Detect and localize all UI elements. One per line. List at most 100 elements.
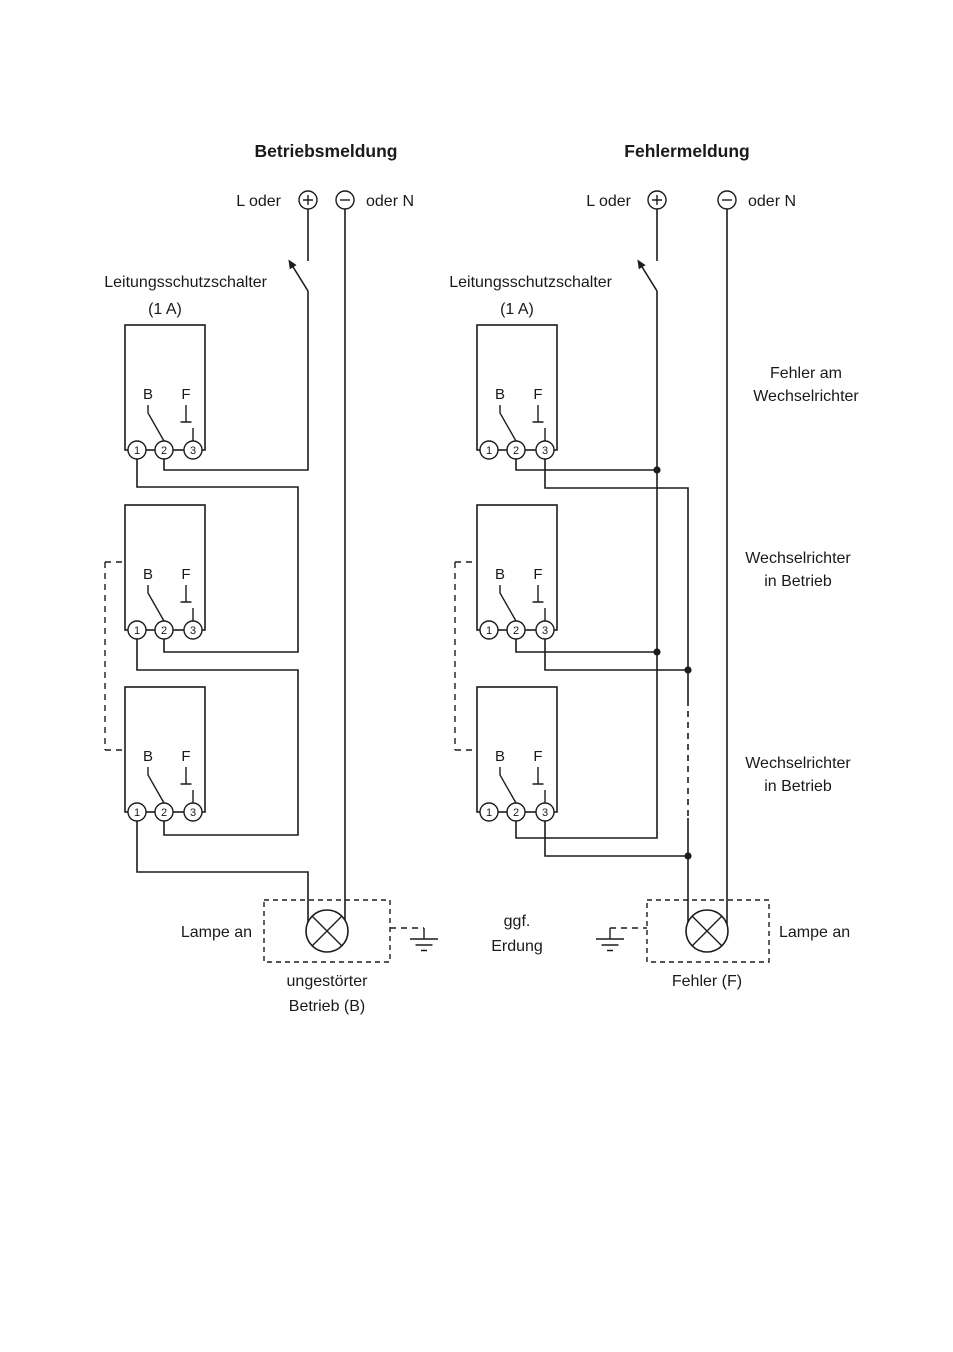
contact-f-gap-icon (532, 405, 546, 441)
right-ground-label-line1: ggf. (504, 913, 531, 930)
relay-outline (476, 324, 558, 451)
right-plus-terminal-icon (647, 190, 667, 210)
terminal-3-number: 3 (190, 625, 196, 637)
terminal-2 (154, 802, 174, 822)
right-phase-bus (515, 291, 658, 839)
contact-b-blade-icon (499, 767, 517, 804)
right-title: Fehlermeldung (624, 141, 749, 161)
relay-box-left-1: B F 1 2 3 (124, 324, 206, 460)
right-lamp-label: Lampe an (779, 924, 850, 941)
breaker-arrow-icon (637, 259, 646, 270)
lamp-dashed-outline (646, 899, 770, 963)
relay-outline (124, 686, 206, 813)
contact-f-gap-icon (180, 585, 194, 621)
left-lamp-caption-line1: ungestörter (287, 973, 369, 990)
terminal-3 (535, 620, 555, 640)
breaker-arrow-icon (288, 259, 297, 270)
contact-b-label: B (143, 748, 153, 765)
contact-f-gap-icon (532, 767, 546, 803)
terminal-3-number: 3 (190, 807, 196, 819)
relay-outline (476, 504, 558, 631)
contact-f-label: F (533, 566, 542, 583)
terminal-2-number: 2 (161, 625, 167, 637)
right-circuit-labels: Fehlermeldung L oder oder N Leitungsschu… (449, 141, 859, 990)
ground-icon (410, 928, 438, 952)
contact-b-blade-icon (499, 405, 517, 442)
terminal-1 (127, 802, 147, 822)
terminal-1 (479, 620, 499, 640)
terminal-3 (183, 620, 203, 640)
annotation-inverter2-line2: in Betrieb (764, 573, 832, 590)
relay-box-right-2: B F 1 2 3 (476, 504, 558, 640)
left-series-link-1-2 (136, 450, 299, 653)
left-l-label: L oder (236, 193, 281, 210)
contact-b-blade-icon (147, 405, 165, 442)
left-n-label: oder N (366, 193, 414, 210)
terminal-2-number: 2 (161, 807, 167, 819)
right-continuation-dashed-rail (454, 561, 477, 751)
right-breaker-rating: (1 A) (500, 301, 534, 318)
junction-dot (653, 648, 661, 656)
terminal-3-number: 3 (542, 625, 548, 637)
contact-b-label: B (143, 566, 153, 583)
terminal-1 (479, 440, 499, 460)
right-fault-out-relay1 (544, 450, 689, 700)
terminal-1 (479, 802, 499, 822)
ground-icon (596, 928, 624, 952)
right-n-label: oder N (748, 193, 796, 210)
junction-dot (684, 666, 692, 674)
left-series-link-2-3 (136, 630, 299, 836)
left-series-link-to-lamp (136, 812, 309, 931)
contact-f-gap-icon (180, 405, 194, 441)
terminal-3 (535, 802, 555, 822)
terminal-2-number: 2 (161, 445, 167, 457)
right-lamp-assembly (596, 899, 770, 963)
left-continuation-dashed-rail (104, 561, 125, 751)
terminal-2 (506, 440, 526, 460)
left-breaker-label: Leitungsschutzschalter (104, 274, 267, 291)
terminal-3 (183, 802, 203, 822)
left-phase-wire-to-relay1 (163, 291, 309, 471)
terminal-1-number: 1 (134, 807, 140, 819)
left-minus-terminal-icon (335, 190, 355, 210)
contact-f-label: F (533, 386, 542, 403)
terminal-1 (127, 620, 147, 640)
annotation-inverter3-line2: in Betrieb (764, 778, 832, 795)
contact-f-label: F (181, 566, 190, 583)
terminal-2 (154, 440, 174, 460)
annotation-inverter2-line1: Wechselrichter (745, 550, 851, 567)
right-circuit-wires (454, 209, 728, 931)
right-lamp-caption: Fehler (F) (672, 973, 742, 990)
terminal-3 (535, 440, 555, 460)
right-ground-label-line2: Erdung (491, 938, 543, 955)
terminal-2 (154, 620, 174, 640)
junction-dot (653, 466, 661, 474)
contact-f-label: F (533, 748, 542, 765)
relay-outline (124, 504, 206, 631)
junction-dot (684, 852, 692, 860)
right-l-label: L oder (586, 193, 631, 210)
contact-b-label: B (495, 566, 505, 583)
left-plus-terminal-icon (298, 190, 318, 210)
relay-box-right-1: B F 1 2 3 (476, 324, 558, 460)
right-minus-terminal-icon (717, 190, 737, 210)
terminal-2 (506, 802, 526, 822)
relay-outline (124, 324, 206, 451)
terminal-3-number: 3 (542, 445, 548, 457)
contact-b-blade-icon (147, 585, 165, 622)
terminal-2-number: 2 (513, 445, 519, 457)
terminal-2 (506, 620, 526, 640)
left-breaker-rating: (1 A) (148, 301, 182, 318)
terminal-1-number: 1 (486, 625, 492, 637)
right-breaker-label: Leitungsschutzschalter (449, 274, 612, 291)
right-fault-out-relay2 (544, 630, 688, 671)
relay-outline (476, 686, 558, 813)
left-lamp-caption-line2: Betrieb (B) (289, 998, 365, 1015)
left-title: Betriebsmeldung (255, 141, 398, 161)
terminal-2-number: 2 (513, 807, 519, 819)
contact-b-label: B (495, 748, 505, 765)
lamp-cross-icon (311, 915, 343, 947)
contact-f-label: F (181, 748, 190, 765)
